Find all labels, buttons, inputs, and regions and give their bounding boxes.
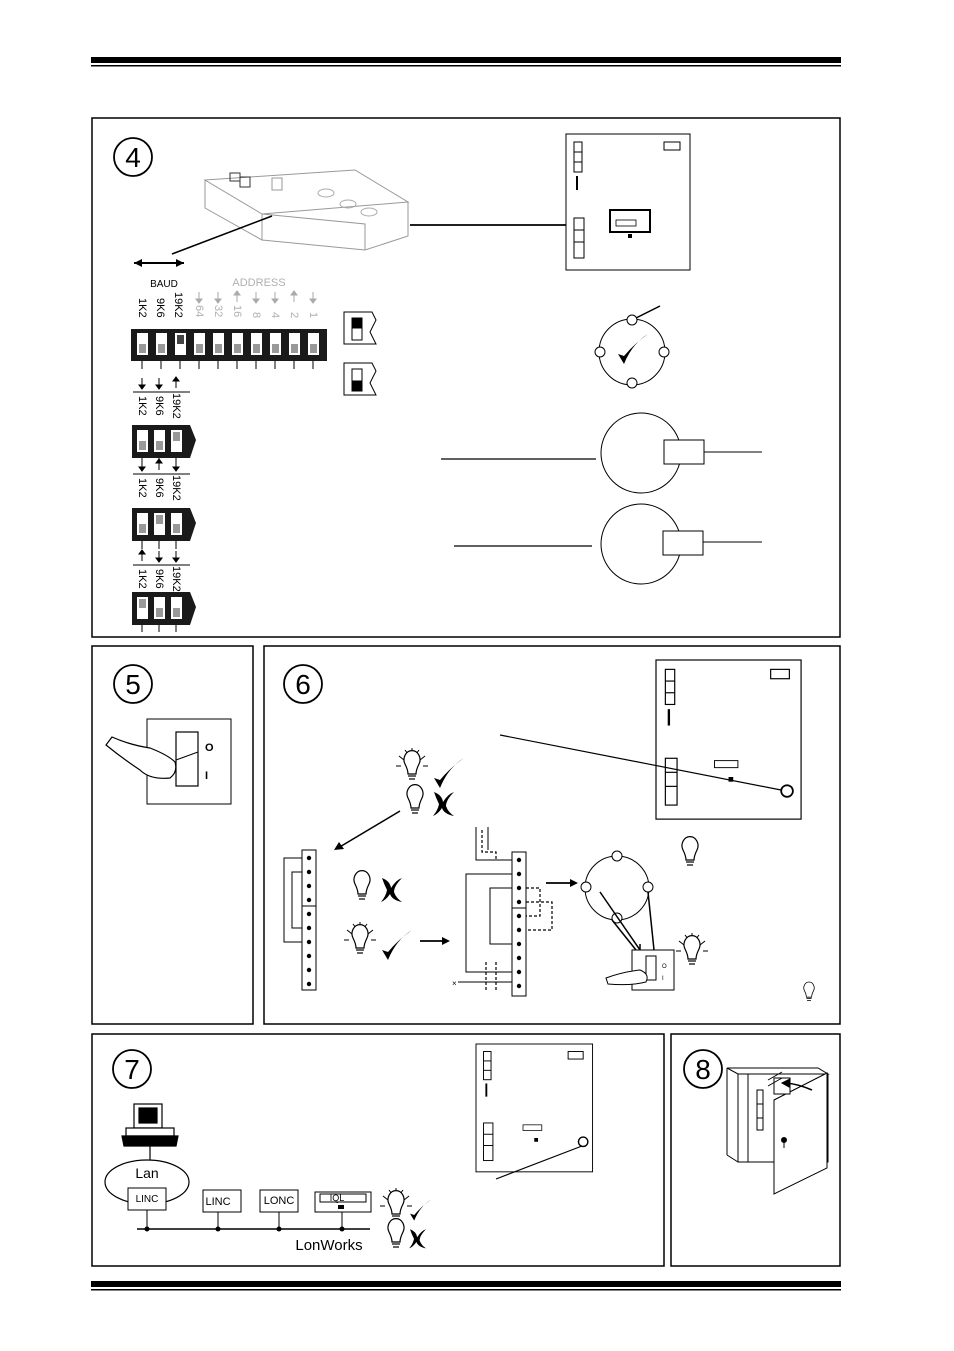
- svg-text:Lan: Lan: [135, 1165, 158, 1181]
- svg-text:I: I: [205, 770, 208, 782]
- led-off-fail-icon-7: [387, 1218, 426, 1249]
- status-ring-ok: [594, 305, 670, 389]
- step-6-badge: 6: [283, 664, 323, 704]
- svg-text:LonWorks: LonWorks: [295, 1237, 362, 1254]
- dip-switch-3d: [203, 169, 410, 251]
- switch-down-icon: [343, 362, 377, 396]
- svg-text:LINC: LINC: [205, 1196, 230, 1208]
- pc-computer-icon: [121, 1103, 179, 1160]
- step-5-badge: 5: [113, 664, 153, 704]
- lonworks-bus: LonWorks: [137, 1210, 370, 1254]
- svg-text:5: 5: [125, 669, 141, 700]
- linc-node-2: LINC: [202, 1189, 242, 1213]
- baud-option-3: 1K2 9K6 19K2: [132, 549, 196, 632]
- enclosure-cabinet: [726, 1067, 830, 1195]
- svg-text:16: 16: [231, 305, 243, 317]
- svg-text:64: 64: [193, 305, 205, 317]
- svg-text:4: 4: [125, 142, 141, 173]
- svg-text:7: 7: [124, 1054, 140, 1085]
- svg-text:I: I: [662, 976, 664, 982]
- baud-label: BAUD: [150, 279, 178, 290]
- svg-text:19K2: 19K2: [172, 292, 184, 318]
- address-label: ADDRESS: [232, 277, 285, 289]
- step-7-badge: 7: [112, 1049, 152, 1089]
- svg-text:1K2: 1K2: [136, 396, 148, 416]
- lonc-node: LONC: [259, 1189, 299, 1213]
- svg-text:8: 8: [695, 1054, 711, 1085]
- led-small-icon: [803, 981, 815, 1001]
- iql-device: IQL: [314, 1191, 372, 1213]
- power-switch: O I: [105, 718, 232, 805]
- led-on-icon-3: [675, 932, 709, 965]
- linc-node-1: LINC: [127, 1187, 167, 1211]
- svg-text:9K6: 9K6: [153, 478, 165, 498]
- svg-text:19K2: 19K2: [170, 566, 182, 592]
- led-on-ok-icon-2: [343, 921, 412, 960]
- svg-text:IQL: IQL: [330, 1193, 345, 1203]
- svg-text:4: 4: [269, 312, 281, 318]
- svg-text:9K6: 9K6: [153, 569, 165, 589]
- controller-board-4: [565, 133, 691, 271]
- svg-text:2: 2: [288, 312, 300, 318]
- controller-board-6: [655, 659, 802, 820]
- led-off-icon-3: [681, 836, 699, 866]
- panel-6: [263, 645, 841, 1025]
- panel-8: [670, 1033, 841, 1267]
- led-off-fail-icon-2: [353, 870, 402, 902]
- reset-switch-press: O I: [605, 949, 675, 991]
- svg-text:19K2: 19K2: [170, 393, 182, 419]
- zoom-circle-2: [454, 503, 762, 585]
- panel-4: [91, 117, 841, 638]
- dip-switch-row: [131, 329, 327, 369]
- terminal-block-left: [283, 849, 317, 991]
- svg-text:LINC: LINC: [136, 1194, 159, 1205]
- led-on-ok-icon: [395, 747, 464, 788]
- lan-ellipse: Lan: [104, 1159, 190, 1205]
- svg-text:1: 1: [307, 312, 319, 318]
- svg-text:8: 8: [250, 312, 262, 318]
- svg-text:O: O: [205, 742, 214, 754]
- baud-option-2: 1K2 9K6 19K2: [132, 458, 196, 549]
- svg-text:19K2: 19K2: [170, 475, 182, 501]
- svg-text:6: 6: [295, 669, 311, 700]
- led-off-fail-icon: [406, 784, 454, 816]
- panel-7: [91, 1033, 665, 1267]
- panel-5: [91, 645, 254, 1025]
- svg-text:1K2: 1K2: [136, 569, 148, 589]
- svg-text:1K2: 1K2: [136, 298, 148, 318]
- svg-text:9K6: 9K6: [154, 298, 166, 318]
- svg-text:LONC: LONC: [264, 1195, 295, 1207]
- baud-option-1: 1K2 9K6 19K2: [132, 376, 196, 466]
- step-4-badge: 4: [113, 137, 153, 177]
- svg-text:×: ×: [452, 979, 457, 988]
- svg-text:1K2: 1K2: [136, 478, 148, 498]
- led-on-ok-icon-7: [379, 1187, 431, 1221]
- svg-text:O: O: [662, 964, 667, 970]
- status-ring-6: [580, 850, 655, 953]
- step-8-badge: 8: [683, 1049, 723, 1089]
- controller-board-7: [475, 1043, 594, 1173]
- terminal-block-right: ×: [452, 827, 553, 997]
- switch-up-icon: [343, 311, 377, 345]
- svg-text:9K6: 9K6: [153, 396, 165, 416]
- svg-text:32: 32: [212, 305, 224, 317]
- address-bit-labels: 64 32 16 8 4 2 1: [193, 305, 319, 318]
- zoom-circle-1: [441, 412, 762, 494]
